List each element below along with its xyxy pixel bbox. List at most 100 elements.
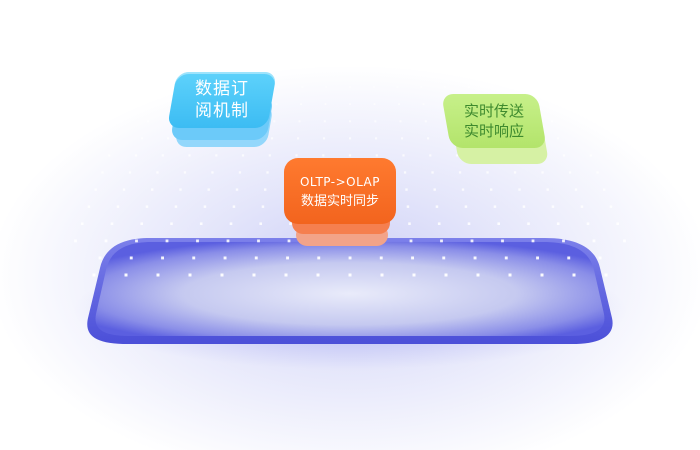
grid-dot (188, 69, 190, 71)
grid-dot (540, 273, 544, 277)
grid-dot (170, 222, 173, 225)
grid-dot (379, 256, 383, 260)
grid-dot (301, 86, 304, 88)
grid-dot (349, 137, 352, 140)
subscription-card-line-1: 数据订 (195, 79, 249, 99)
grid-dot (211, 69, 213, 71)
grid-dot (458, 171, 462, 174)
grid-dot (122, 188, 126, 191)
grid-dot (234, 69, 236, 71)
grid-dot (145, 205, 149, 208)
grid-dot (235, 188, 239, 191)
grid-dot (316, 273, 320, 277)
grid-dot (441, 69, 443, 71)
grid-dot (568, 171, 572, 174)
grid-dot (399, 120, 402, 123)
grid-dot (101, 171, 104, 174)
grid-dot (156, 171, 159, 174)
grid-dot (470, 239, 474, 243)
grid-dot (74, 239, 77, 243)
grid-dot (562, 239, 565, 243)
grid-dot (161, 256, 164, 260)
grid-dot (592, 239, 596, 243)
grid-dot (324, 103, 327, 105)
grid-dot (349, 120, 351, 123)
grid-dot (467, 86, 470, 88)
grid-dot (431, 171, 434, 174)
grid-dot (567, 256, 571, 260)
grid-dot (408, 222, 411, 225)
grid-dot (574, 188, 578, 191)
grid-dot (589, 154, 592, 157)
subscription-card-line-2: 阅机制 (195, 101, 249, 121)
grid-dot (264, 188, 267, 191)
grid-dot (536, 256, 539, 260)
grid-dot (609, 205, 613, 208)
grid-dot (598, 256, 602, 260)
grid-dot (433, 188, 436, 191)
grid-dot (203, 205, 207, 208)
grid-dot (440, 239, 443, 243)
grid-dot (297, 137, 300, 140)
grid-dot (167, 137, 170, 140)
grid-dot (303, 69, 305, 71)
grid-dot (284, 273, 288, 277)
grid-dot (405, 188, 408, 191)
grid-dot (129, 256, 133, 260)
grid-dot (226, 239, 230, 243)
grid-dot (223, 256, 227, 260)
grid-dot (325, 86, 328, 88)
realtime-card-line-2: 实时响应 (463, 122, 524, 140)
grid-dot (254, 256, 258, 260)
grid-dot (402, 154, 405, 157)
grid-dot (156, 273, 160, 277)
grid-dot (268, 154, 271, 157)
grid-dot (98, 256, 102, 260)
grid-dot (437, 222, 441, 225)
grid-dot (257, 69, 259, 71)
grid-dot (420, 86, 423, 88)
grid-dot (406, 205, 410, 208)
grid-dot (349, 69, 351, 71)
grid-dot (411, 256, 414, 260)
grid-dot (551, 205, 555, 208)
oltp-olap-sync-card: OLTP->OLAP 数据实时同步 (284, 158, 396, 224)
grid-dot (286, 256, 289, 260)
grid-dot (372, 86, 375, 88)
grid-dot (153, 103, 155, 105)
grid-dot (493, 205, 497, 208)
grid-dot (398, 103, 400, 105)
grid-dot (424, 120, 427, 123)
grid-dot (238, 171, 242, 174)
grid-dot (490, 188, 493, 191)
grid-dot (444, 86, 446, 88)
grid-dot (298, 120, 301, 123)
grid-dot (108, 154, 111, 157)
sync-card-line-2: 数据实时同步 (300, 194, 379, 209)
grid-dot (134, 154, 138, 157)
grid-dot (229, 222, 233, 225)
grid-dot (531, 239, 535, 243)
grid-dot (374, 120, 377, 123)
grid-dot (409, 239, 413, 243)
grid-dot (273, 120, 276, 123)
grid-dot (266, 171, 269, 174)
grid-dot (501, 239, 504, 243)
grid-dot (199, 222, 203, 225)
grid-dot (141, 137, 144, 140)
grid-dot (422, 103, 425, 105)
grid-dot (207, 188, 210, 191)
grid-dot (580, 205, 584, 208)
grid-dot (317, 256, 321, 260)
grid-dot (348, 154, 352, 157)
grid-dot (557, 137, 560, 140)
grid-dot (257, 239, 260, 243)
grid-dot (527, 222, 530, 225)
grid-dot (349, 86, 351, 88)
grid-dot (165, 239, 169, 243)
grid-dot (401, 137, 404, 140)
grid-dot (586, 222, 590, 225)
grid-dot (295, 154, 298, 157)
grid-dot (396, 86, 399, 88)
